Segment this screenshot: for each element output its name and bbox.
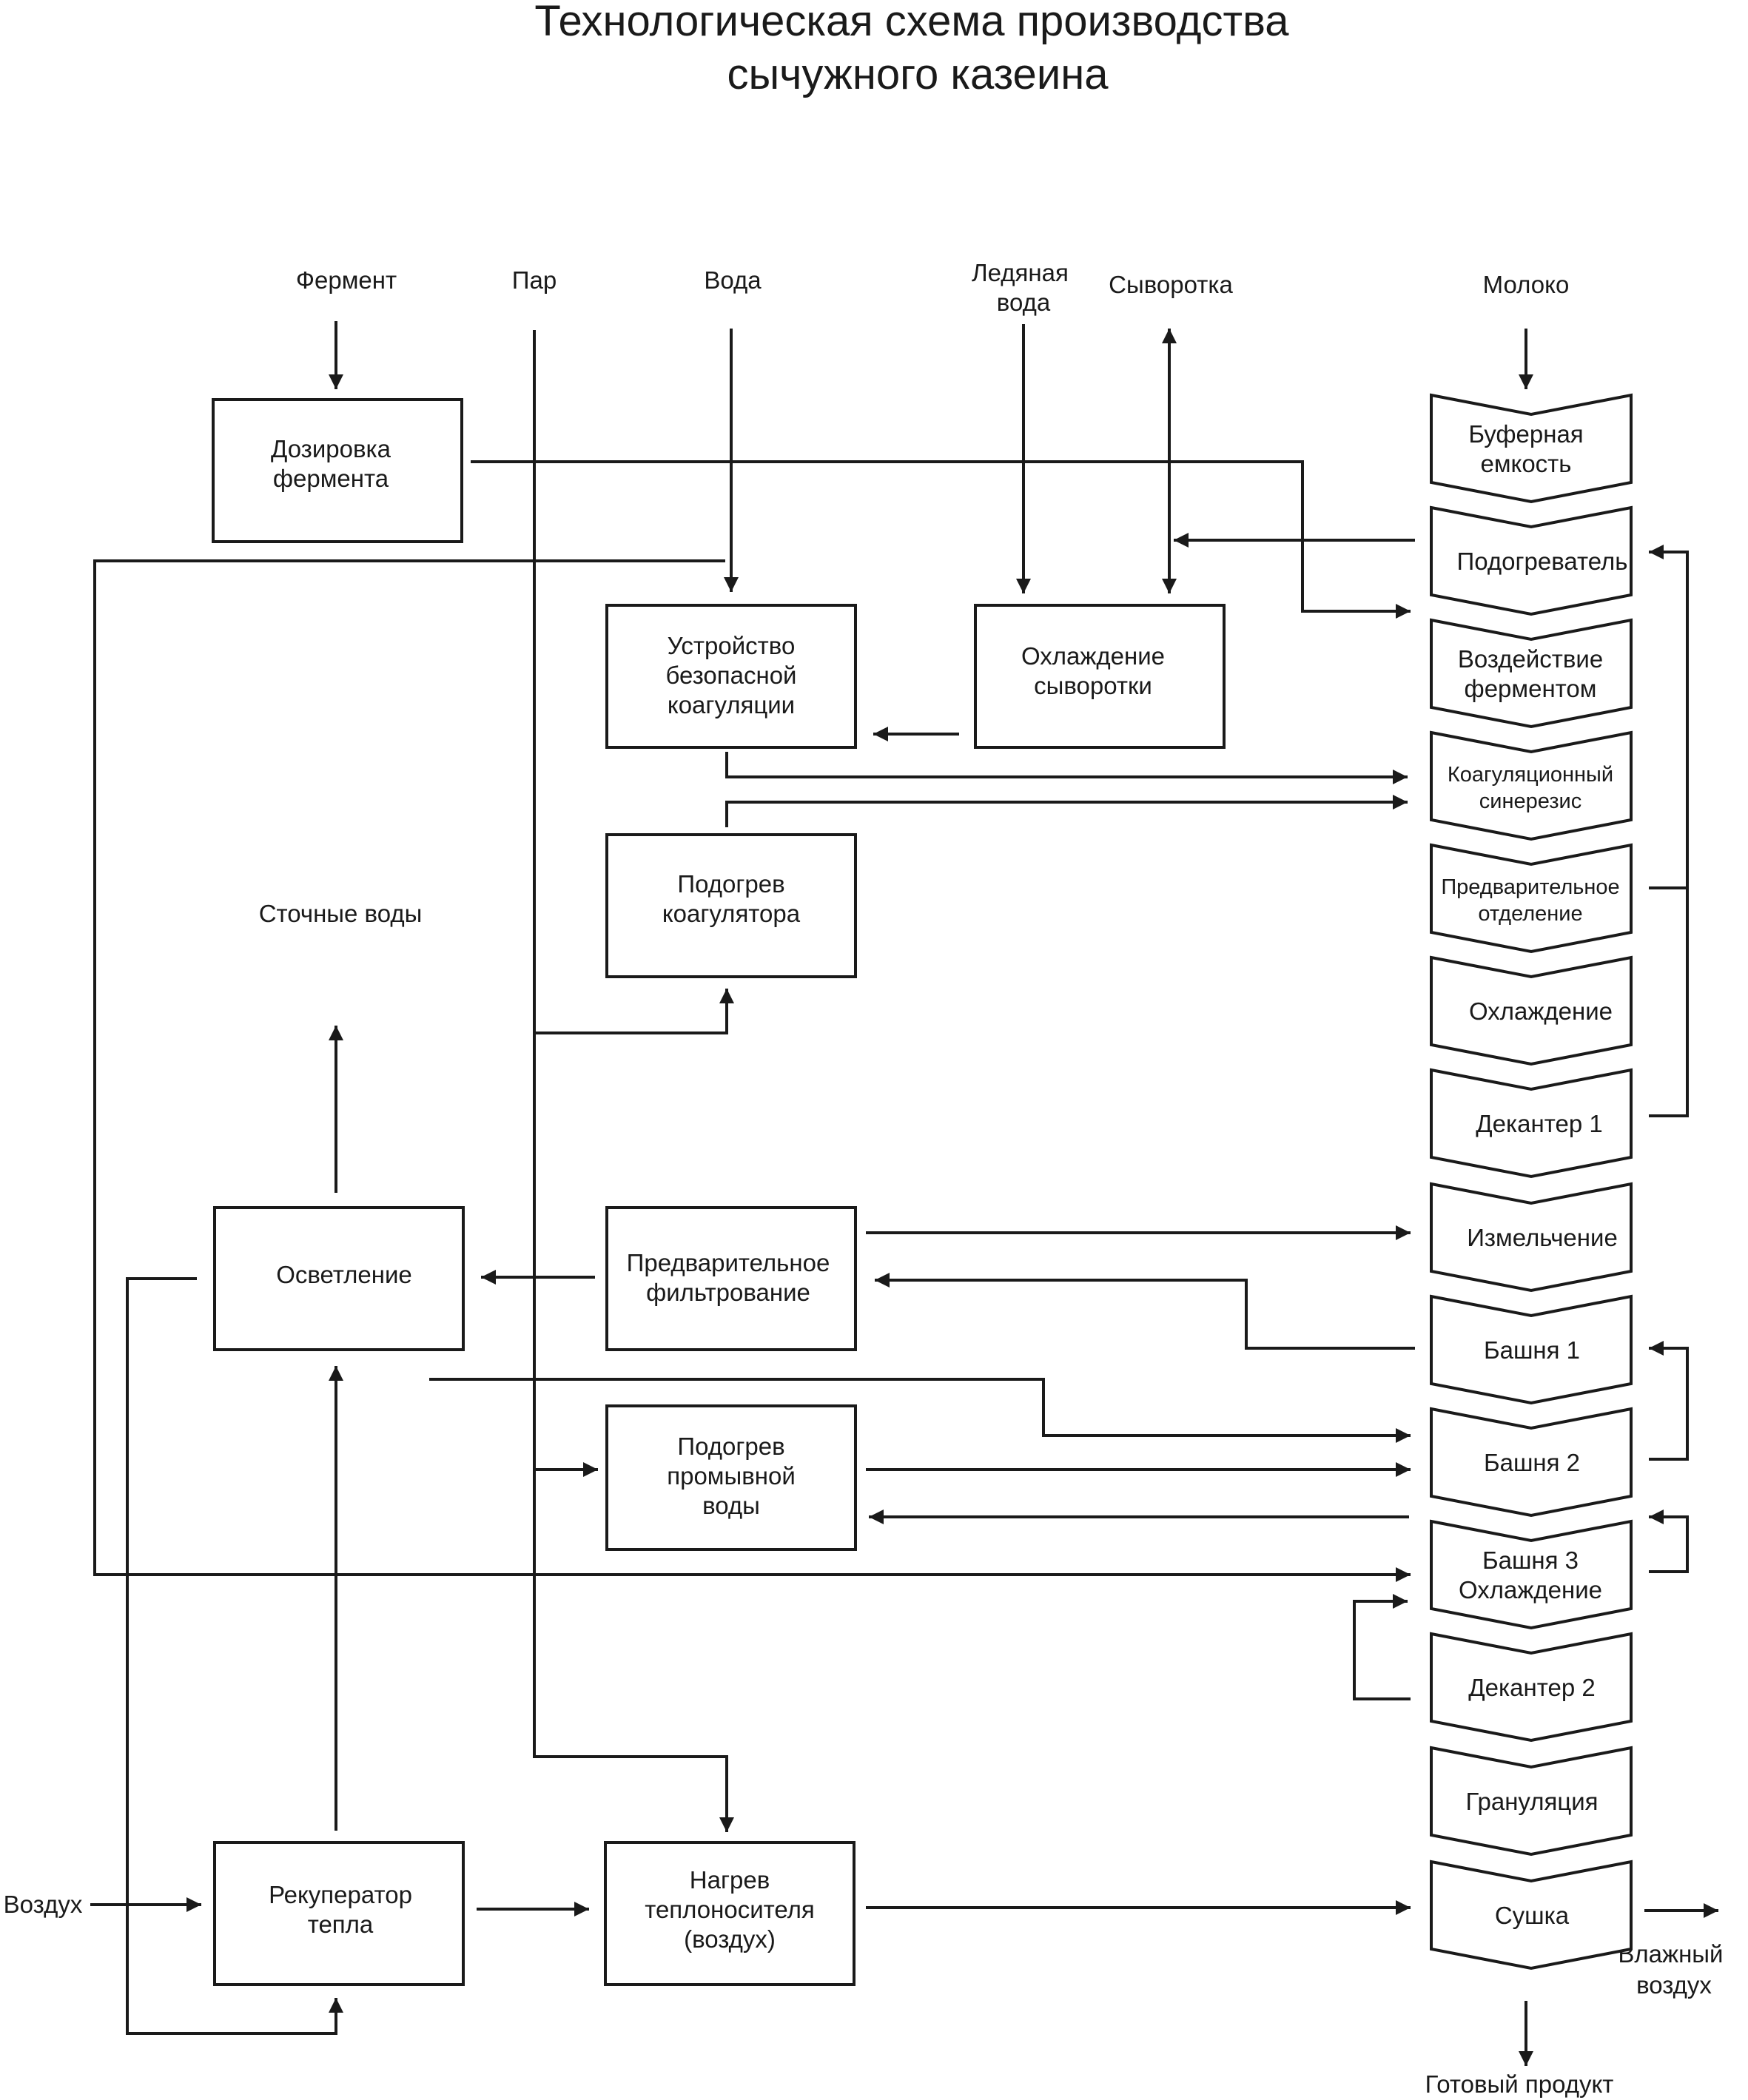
humid-air-output-label: Влажный воздух xyxy=(1618,1940,1729,1999)
diagram-title: Технологическая схема производства сычуж… xyxy=(534,0,1300,98)
title-line-1: Технологическая схема производства xyxy=(534,0,1289,45)
stage-label: Башня 1 xyxy=(1484,1336,1580,1364)
whey-label: Сыворотка xyxy=(1109,271,1233,298)
finished-product-label: Готовый продукт xyxy=(1425,2070,1614,2098)
stage-label: Сушка xyxy=(1495,1902,1570,1929)
flow-lines xyxy=(90,321,1718,2066)
stage-label: Башня 2 xyxy=(1484,1449,1580,1476)
stage-label: Декантер 2 xyxy=(1468,1674,1595,1701)
steam-main-line xyxy=(533,330,734,1832)
stage-8: Измельчение xyxy=(1430,1182,1633,1293)
stage-label: Грануляция xyxy=(1465,1788,1598,1815)
ferment-input-label: Фермент xyxy=(296,266,397,294)
stage-6: Охлаждение xyxy=(1430,955,1633,1066)
clarify-to-recup-line xyxy=(126,1277,343,2035)
steam-to-coagheat-line xyxy=(534,989,734,1034)
coag-to-synerez-line xyxy=(725,752,1408,784)
stage-9: Башня 1 xyxy=(1430,1294,1633,1405)
decanter2-to-tower3-line xyxy=(1353,1594,1411,1700)
dosing-to-heater-line xyxy=(471,460,1411,619)
title-line-2: сычужного казеина xyxy=(727,50,1109,98)
stage-12: Декантер 2 xyxy=(1430,1632,1633,1743)
steam-input-label: Пар xyxy=(512,266,557,294)
ice-water-input-label: Ледяная вода xyxy=(972,259,1075,316)
stage-label: Измельчение xyxy=(1467,1224,1618,1251)
clarification-box: Осветление xyxy=(213,1206,465,1351)
stage-7: Декантер 1 xyxy=(1430,1068,1633,1179)
tower3-to-tower2-line xyxy=(1649,1510,1689,1573)
stage-2: Подогреватель xyxy=(1430,505,1633,616)
air-input-label: Воздух xyxy=(4,1891,83,1918)
stage-14: Сушка xyxy=(1430,1860,1633,1971)
tower1-to-prefilter-line xyxy=(875,1273,1415,1350)
coagheat-to-synerez-line xyxy=(725,795,1408,827)
stage-10: Башня 2 xyxy=(1430,1407,1633,1518)
clarify-to-tower2-line xyxy=(429,1378,1411,1443)
svg-text:Осветление: Осветление xyxy=(276,1261,412,1288)
tower2-to-tower1-line xyxy=(1649,1341,1689,1461)
water-input-label: Вода xyxy=(704,266,762,294)
milk-input-label: Молоко xyxy=(1483,271,1570,298)
cold-water-loop-line xyxy=(93,559,1411,1582)
stage-label: Подогреватель xyxy=(1457,548,1628,575)
wastewater-label: Сточные воды xyxy=(259,900,423,927)
stage-label: Декантер 1 xyxy=(1476,1110,1602,1137)
decanter1-return-line xyxy=(1649,545,1689,1117)
stage-13: Грануляция xyxy=(1430,1746,1633,1857)
stage-label: Охлаждение xyxy=(1469,997,1613,1025)
